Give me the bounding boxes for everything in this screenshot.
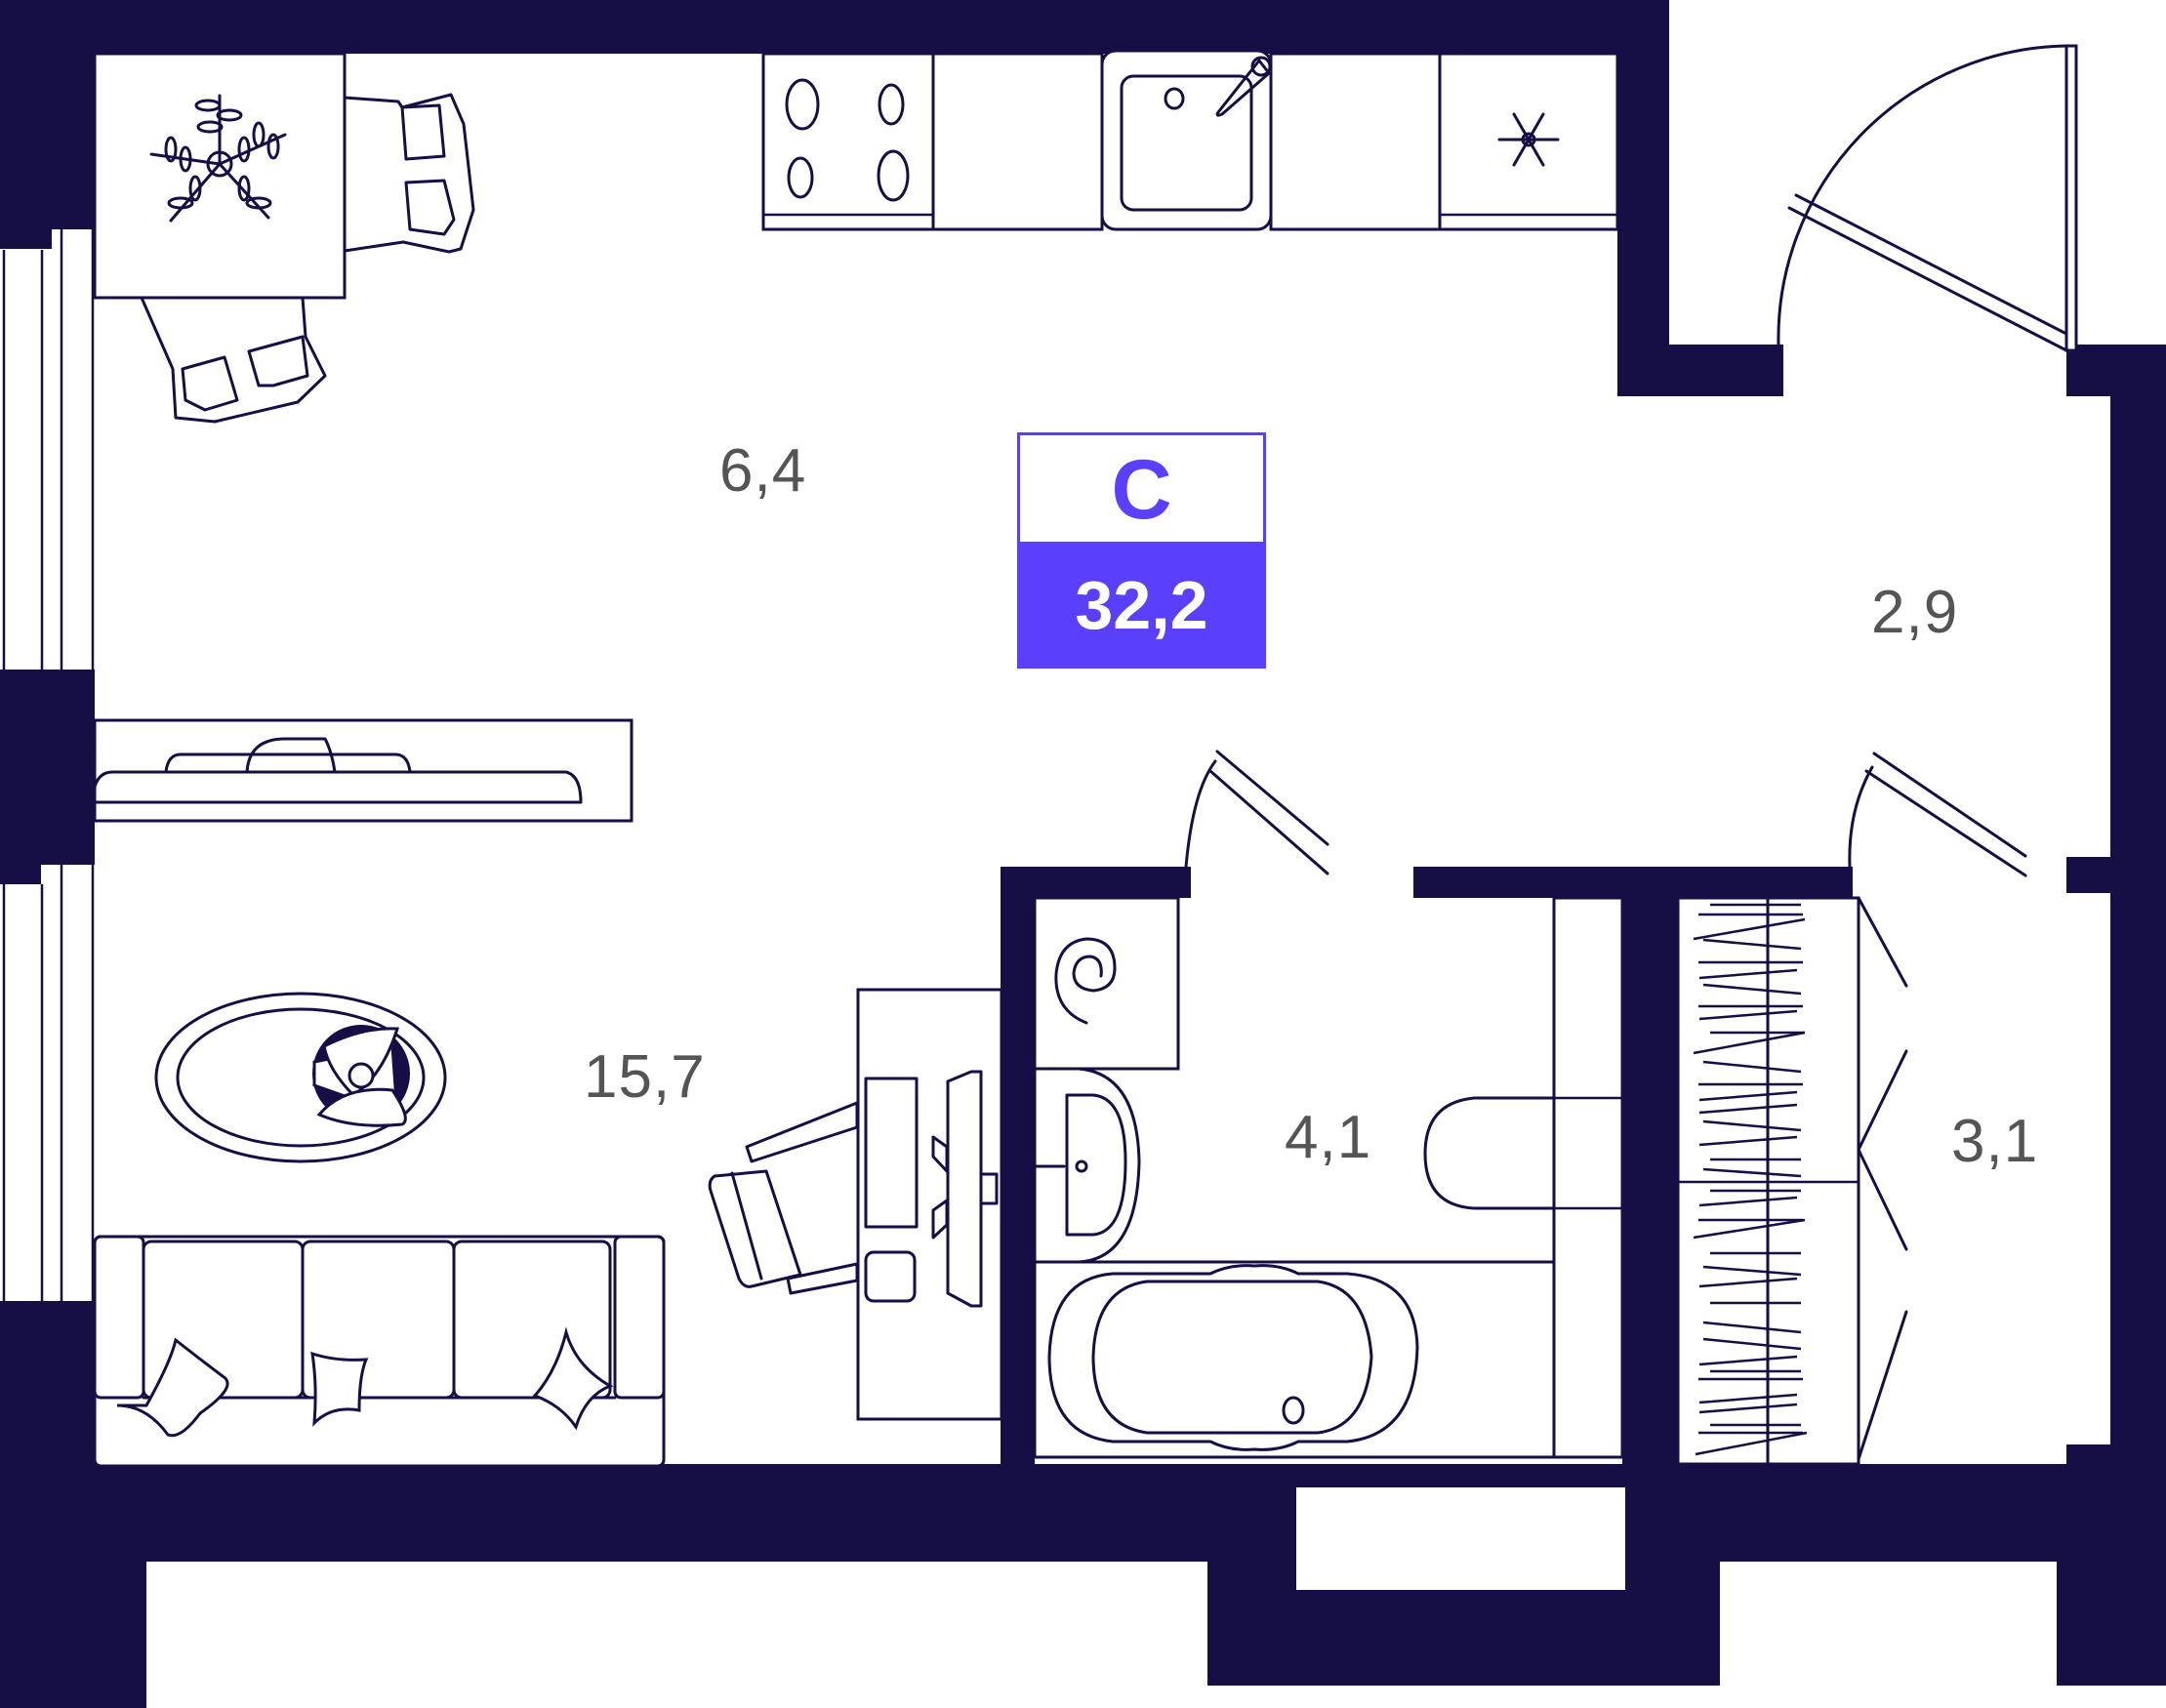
room-area-hallway: 2,9 (1871, 579, 1959, 646)
dining-set (93, 52, 475, 424)
room-area-bathroom: 4,1 (1285, 1104, 1372, 1171)
cushion (532, 1326, 614, 1431)
apartment-type-label: С (1111, 442, 1172, 537)
room-area-living-room: 15,7 (584, 1043, 706, 1111)
bathroom-door (1184, 750, 1329, 875)
outside-gap (1720, 1562, 2057, 1708)
cushion (116, 1337, 229, 1438)
stove (761, 52, 935, 231)
office-chair (708, 1101, 859, 1295)
room-area-wardrobe: 3,1 (1951, 1108, 2039, 1175)
entrance-door (1777, 44, 2078, 352)
room-area-kitchen: 6,4 (719, 437, 807, 505)
burner-icons (785, 78, 910, 202)
snowflake-icon (1497, 112, 1560, 167)
apartment-type-badge: С 32,2 (1017, 432, 1266, 669)
rug (154, 992, 447, 1163)
outside-gap (146, 1562, 1207, 1708)
monitor (946, 1070, 983, 1308)
bathroom (1019, 750, 1624, 1459)
tv (92, 770, 583, 804)
dining-chair (343, 93, 475, 254)
dining-chair (140, 296, 327, 424)
tv-stand (92, 718, 633, 823)
kitchen-counter (761, 49, 1619, 231)
plant-icon (312, 1027, 407, 1127)
cushion (310, 1351, 369, 1427)
spiral-icon (1054, 937, 1117, 1025)
window (2, 229, 95, 1327)
hangers (1693, 903, 1808, 1456)
washing-machine (1033, 896, 1180, 1071)
plant-icon (149, 94, 287, 223)
sofa (93, 1235, 666, 1468)
wardrobe (1676, 752, 2027, 1466)
niche (1296, 1487, 1625, 1590)
total-area-label: 32,2 (1017, 542, 1266, 669)
toilet (1423, 1096, 1556, 1210)
bathtub (1033, 1260, 1556, 1459)
wardrobe-entry-door (1848, 752, 2027, 877)
desk (708, 988, 1003, 1421)
wardrobe-door (1857, 896, 1908, 1461)
